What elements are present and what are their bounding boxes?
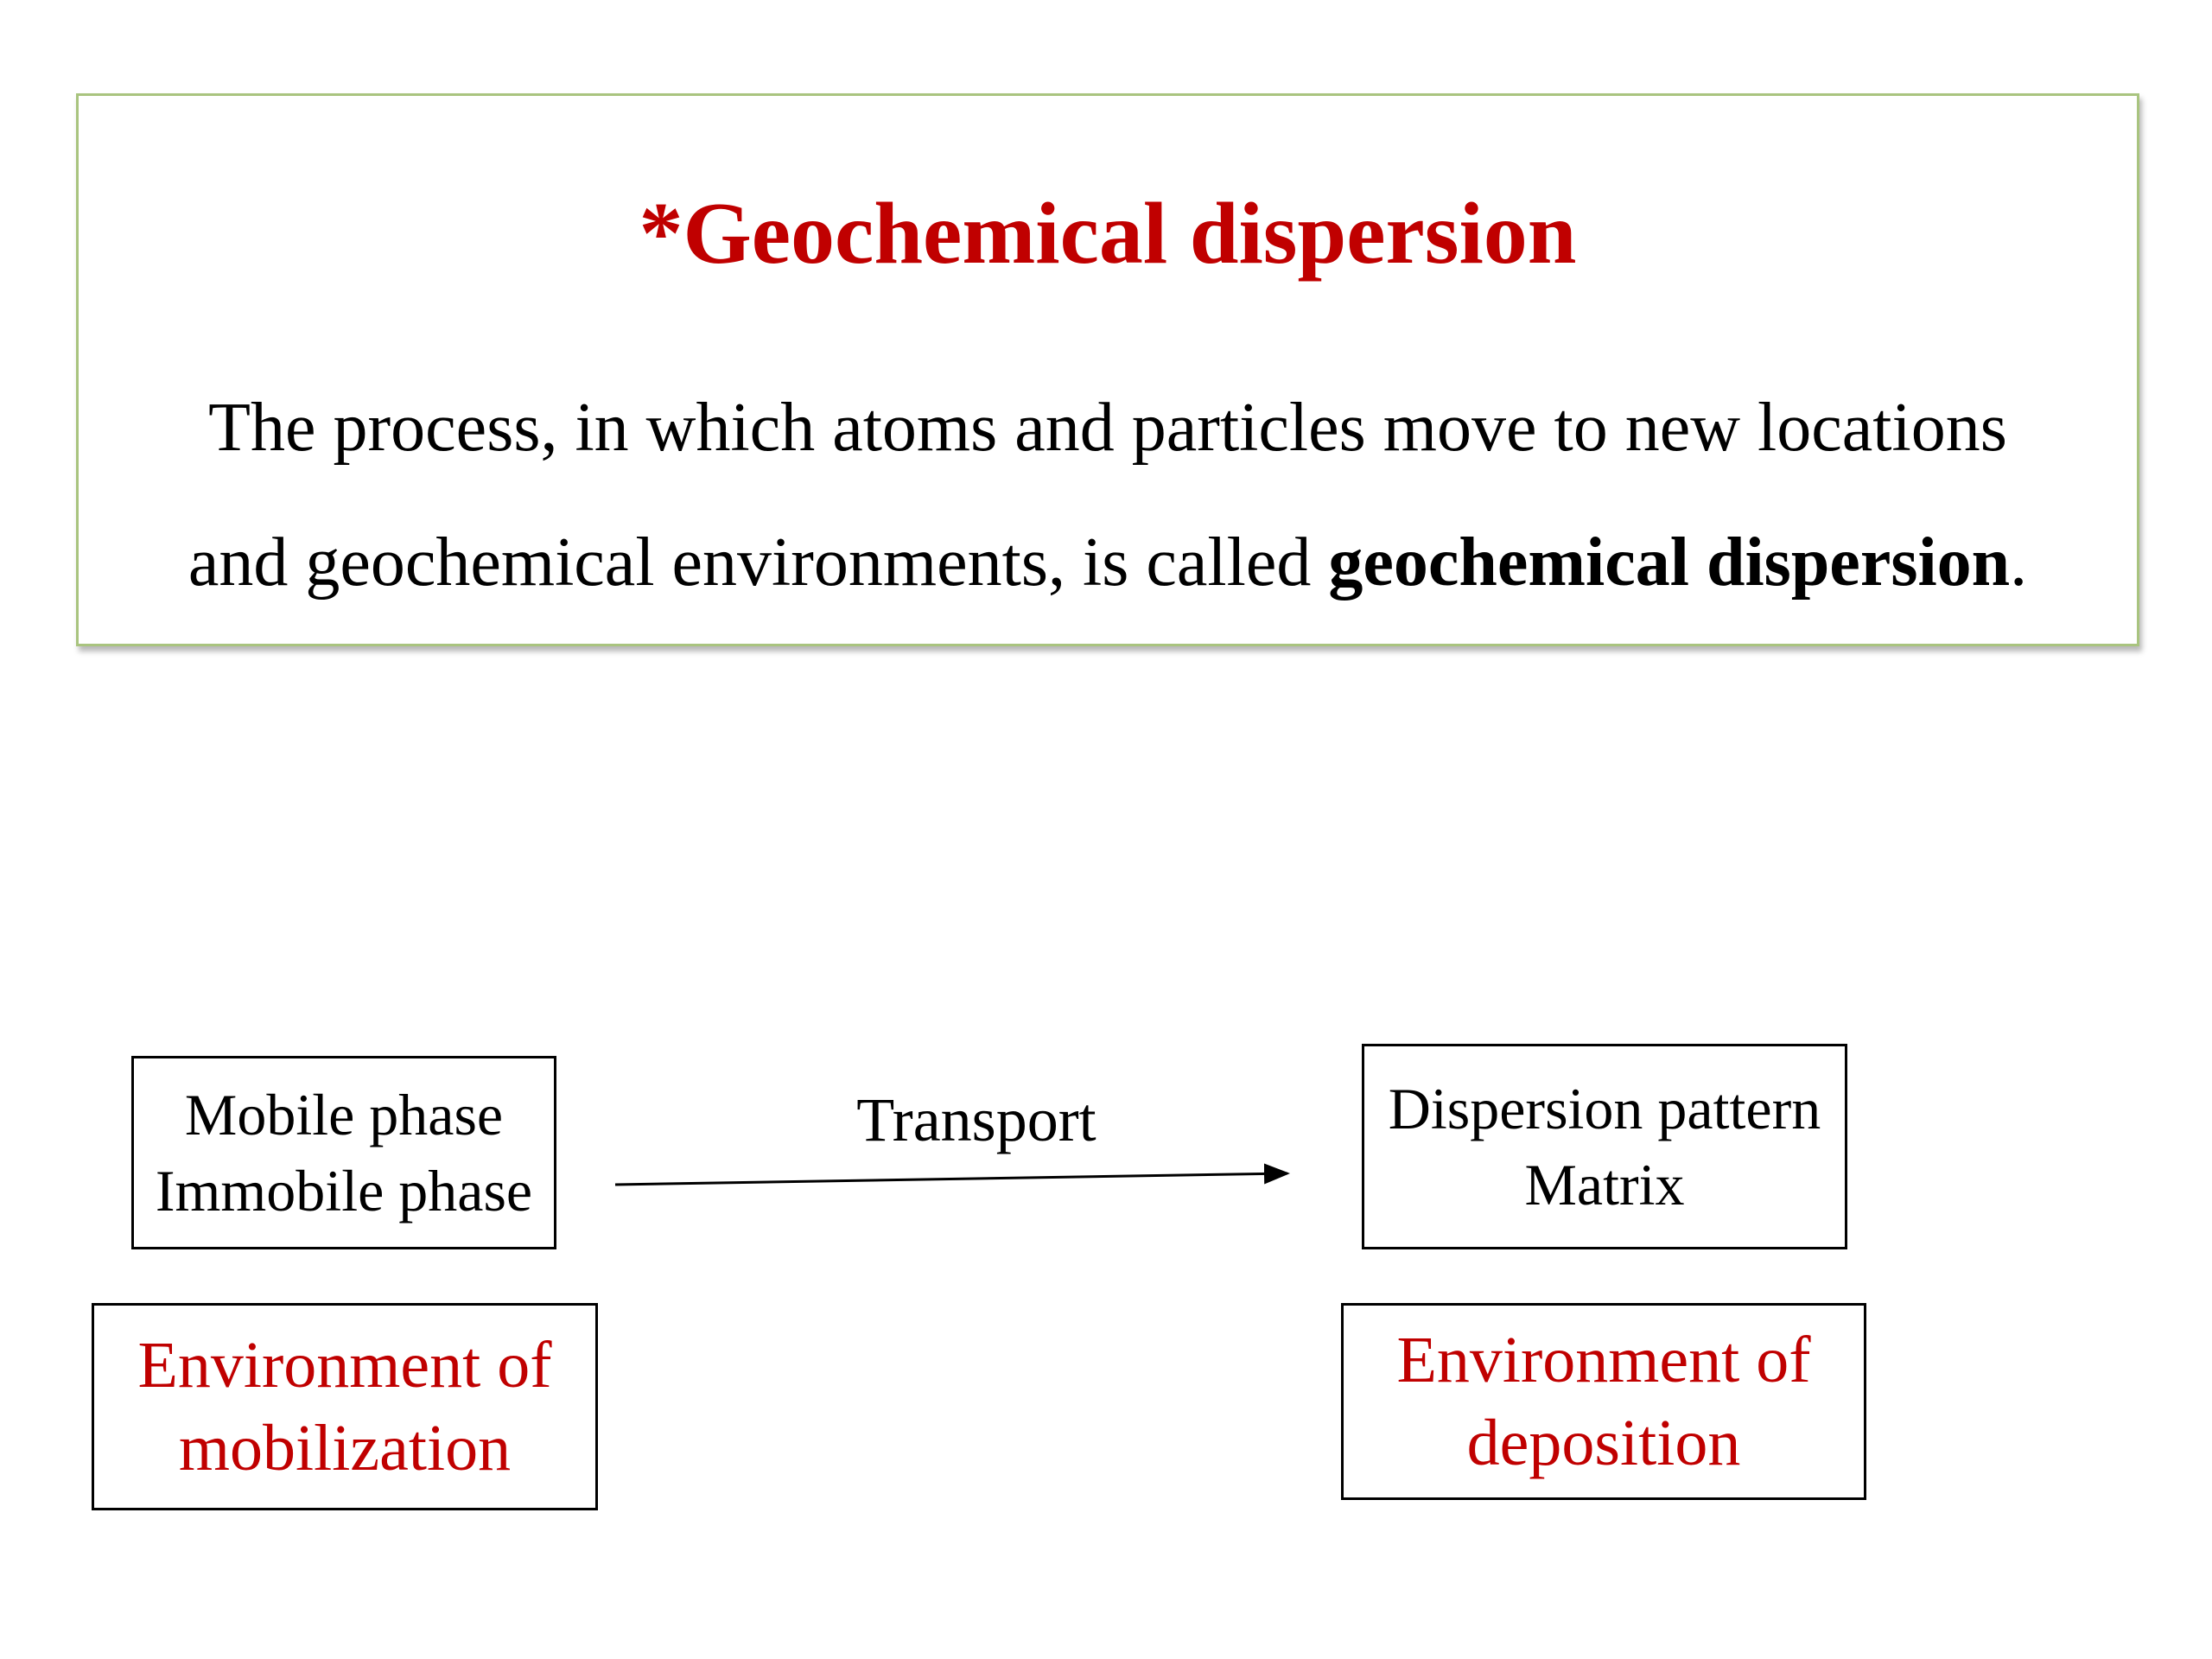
environment-deposition-box: Environment of deposition (1341, 1303, 1866, 1500)
environment-mobilization-box: Environment of mobilization (92, 1303, 598, 1510)
environment-deposition-line-1: Environment of (1396, 1324, 1811, 1396)
transport-arrow-line (614, 1163, 1290, 1186)
mobile-phase-label: Mobile phase (184, 1082, 504, 1147)
environment-mobilization-line-1: Environment of (137, 1329, 552, 1402)
definition-line-2-suffix: . (2010, 524, 2028, 601)
dispersion-pattern-label: Dispersion pattern (1388, 1076, 1821, 1141)
definition-title: *Geochemical dispersion (639, 185, 1577, 283)
source-phase-box: Mobile phase Immobile phase (131, 1056, 556, 1249)
definition-line-2: and geochemical environments, is called … (79, 521, 2137, 604)
target-pattern-box: Dispersion pattern Matrix (1362, 1044, 1847, 1249)
environment-deposition-line-2: deposition (1466, 1407, 1741, 1479)
environment-mobilization-line-2: mobilization (178, 1412, 512, 1484)
definition-box: *Geochemical dispersion The process, in … (76, 93, 2139, 646)
immobile-phase-label: Immobile phase (155, 1158, 533, 1224)
transport-label: Transport (856, 1085, 1096, 1154)
definition-line-1: The process, in which atoms and particle… (208, 390, 2007, 466)
matrix-label: Matrix (1524, 1152, 1685, 1217)
definition-term: geochemical dispersion (1328, 524, 2011, 601)
definition-line-2-prefix: and geochemical environments, is called (188, 524, 1329, 601)
